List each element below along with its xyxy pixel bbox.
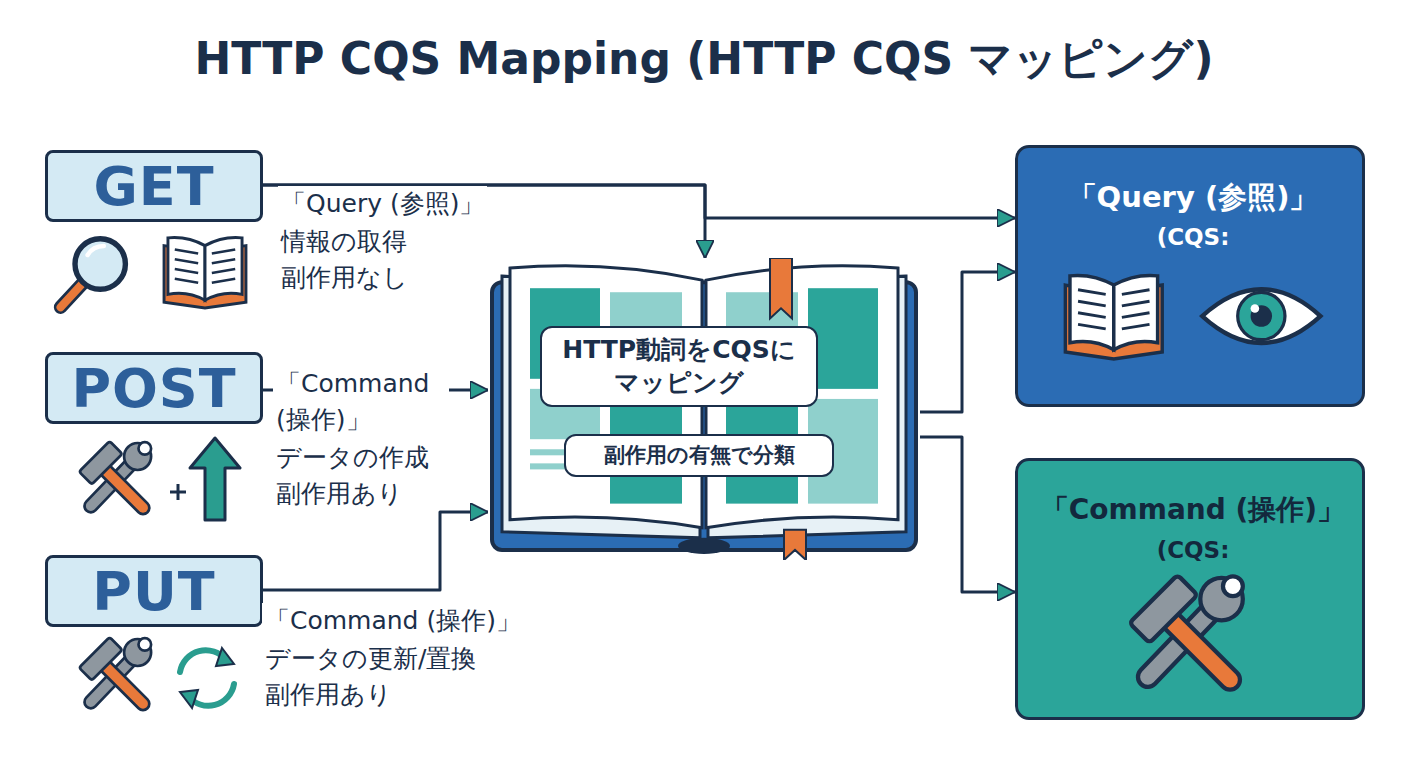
node-title: PUT: [48, 558, 260, 624]
node-title: 「Query (参照)」: [1028, 178, 1358, 218]
tools-icon: [79, 637, 151, 704]
side-note: 副作用なし: [278, 260, 411, 295]
side-note: 副作用あり: [273, 476, 406, 511]
connector-arrow: [263, 185, 705, 258]
node-text: (CQS:: [1028, 537, 1358, 563]
book-node: HTTP動詞をCQSに マッピング副作用の有無で分類: [488, 258, 920, 560]
side-note: データの作成: [273, 440, 432, 475]
magnifier-icon: [61, 239, 126, 307]
node-title: GET: [48, 153, 260, 219]
side-note: データの更新/置換: [262, 641, 479, 676]
node-title: POST: [48, 355, 260, 421]
node-title: HTTP動詞をCQSに マッピング: [540, 326, 818, 407]
method-box: POST: [45, 352, 263, 424]
book-icon: [164, 238, 246, 309]
plus-icon: [170, 484, 186, 500]
connector-arrow: [920, 272, 1015, 412]
node-text: 副作用の有無で分類: [564, 434, 834, 477]
side-note: 「Command (操作)」: [262, 603, 524, 638]
method-box: PUT: [45, 555, 263, 627]
side-note: 「Command (操作)」: [273, 366, 449, 439]
book-illustration: [488, 258, 920, 560]
side-note: 副作用あり: [262, 677, 395, 712]
command-box: 「Command (操作)」 (CQS:: [1015, 458, 1365, 720]
diagram-title: HTTP CQS Mapping (HTTP CQS マッピング): [0, 30, 1408, 89]
up-arrow-icon: [190, 438, 240, 520]
connector-arrow: [920, 437, 1015, 592]
side-note: 情報の取得: [278, 224, 410, 259]
method-box: GET: [45, 150, 263, 222]
connector-arrow: [263, 512, 488, 590]
side-note: 「Query (参照)」: [278, 186, 487, 221]
query-box: 「Query (参照)」 (CQS:: [1015, 145, 1365, 407]
tools-icon: [79, 441, 151, 508]
node-text: (CQS:: [1028, 224, 1358, 250]
node-title: 「Command (操作)」: [1028, 491, 1358, 529]
